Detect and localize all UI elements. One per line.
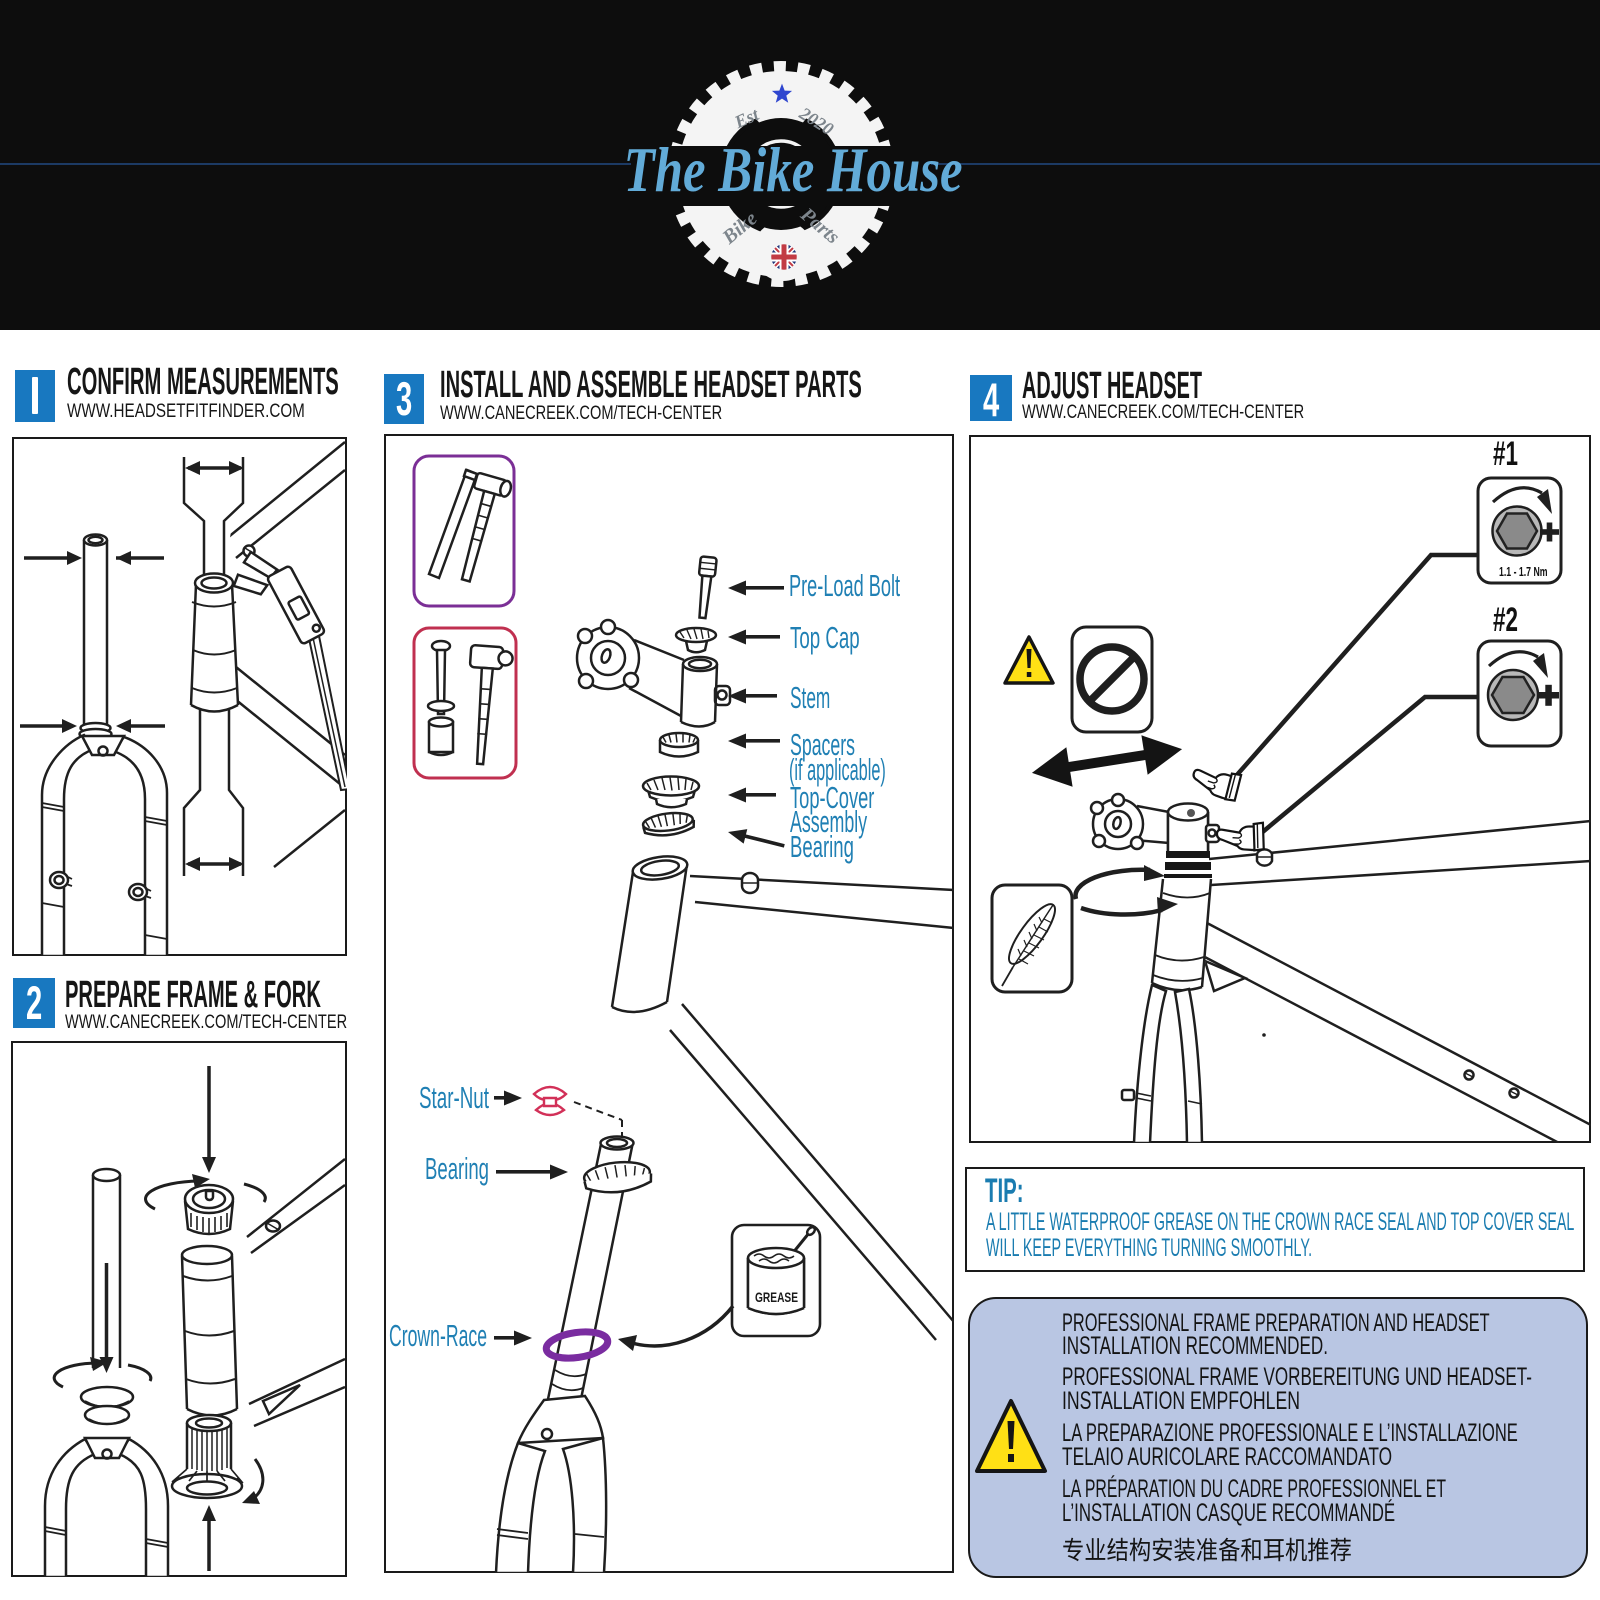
svg-text:#2: #2 [1493, 601, 1518, 639]
svg-text:GREASE: GREASE [755, 1289, 798, 1305]
svg-text:1.1 - 1.7 Nm: 1.1 - 1.7 Nm [1499, 566, 1548, 580]
svg-text:#1: #1 [1493, 435, 1518, 473]
